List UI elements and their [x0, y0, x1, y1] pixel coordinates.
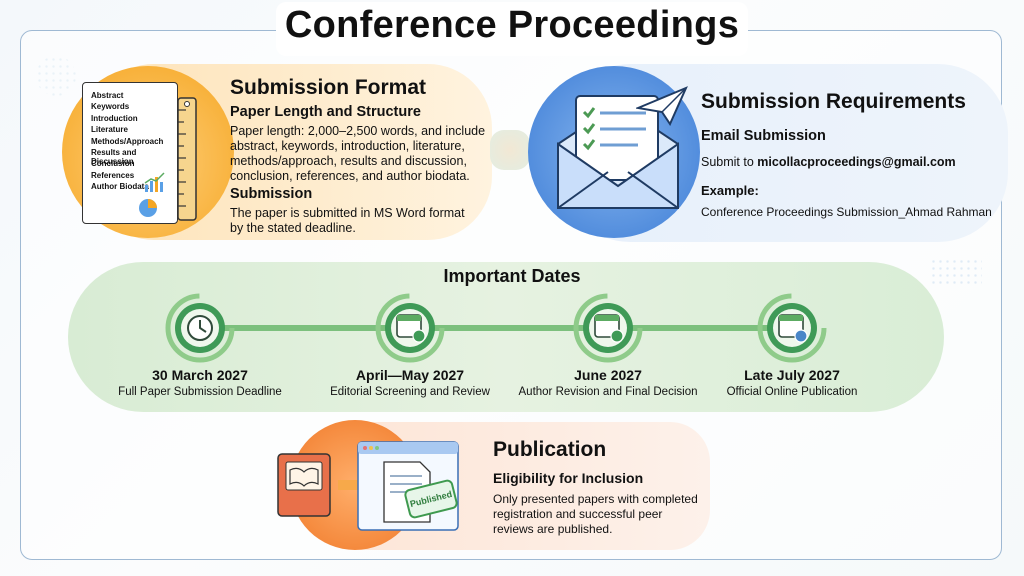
timeline-date: Late July 2027	[744, 367, 840, 383]
email-submission-text: Submit to micollacproceedings@gmail.com	[701, 155, 956, 170]
timeline-description: Editorial Screening and Review	[330, 386, 490, 398]
publication-heading: Publication	[493, 438, 607, 461]
timeline-description: Author Revision and Final Decision	[518, 386, 698, 398]
eligibility-heading: Eligibility for Inclusion	[493, 470, 644, 486]
document-outline-item: References	[91, 170, 135, 180]
document-outline-item: Methods/Approach	[91, 136, 164, 146]
calendar-globe-icon	[757, 293, 827, 363]
bar-chart-icon	[144, 172, 165, 192]
document-outline-item: Abstract	[91, 91, 124, 100]
timeline-description: Full Paper Submission Deadline	[118, 386, 282, 398]
example-text: Conference Proceedings Submission_Ahmad …	[701, 205, 992, 219]
paper-length-line: Paper length: 2,000–2,500 words, and inc…	[230, 124, 486, 138]
pie-chart-icon	[139, 199, 157, 217]
timeline-date: April—May 2027	[355, 367, 465, 383]
title-box	[276, 2, 748, 56]
timeline-date: June 2027	[574, 367, 642, 383]
submission-email[interactable]: micollacproceedings@gmail.com	[757, 155, 956, 169]
email-submission-heading: Email Submission	[701, 128, 826, 144]
document-outline-item: Literature	[91, 125, 128, 135]
document-outline-item: Keywords	[91, 102, 130, 112]
document-outline-item: Conclusion	[91, 159, 135, 169]
envelope-icon	[557, 95, 679, 209]
calendar-clock-icon	[375, 293, 445, 363]
timeline-date: 30 March 2027	[152, 367, 248, 383]
eligibility-text: Only presented papers with completed reg…	[493, 492, 698, 537]
document-outline-item: Author Biodata	[91, 182, 149, 192]
paper-length-text: Paper length: 2,000–2,500 words, and inc…	[230, 124, 490, 184]
timeline	[165, 293, 827, 363]
submit-to-label: Submit to	[701, 155, 758, 169]
submission-heading: Submission	[230, 186, 313, 202]
clock-icon	[165, 293, 235, 363]
eligibility-line: reviews are published.	[493, 522, 613, 536]
submission-line: by the stated deadline.	[230, 221, 356, 235]
paper-length-line: conclusion, references, and author bioda…	[230, 169, 470, 183]
eligibility-line: Only presented papers with completed	[493, 492, 698, 506]
page-title: Conference Proceedings	[284, 4, 740, 46]
eligibility-line: registration and successful peer	[493, 507, 663, 521]
paper-length-line: methods/approach, results and discussion…	[230, 154, 467, 168]
submission-requirements-heading: Submission Requirements	[701, 90, 966, 113]
paper-length-line: abstract, keywords, introduction, litera…	[230, 139, 465, 153]
paper-length-heading: Paper Length and Structure	[230, 104, 421, 120]
submission-format-heading: Submission Format	[230, 76, 427, 99]
example-heading: Example:	[701, 183, 759, 198]
submission-line: The paper is submitted in MS Word format	[230, 206, 465, 220]
timeline-description: Official Online Publication	[726, 386, 858, 398]
ruler-icon	[177, 97, 197, 221]
panel-connector	[490, 130, 530, 170]
important-dates-heading: Important Dates	[443, 266, 581, 286]
book-icon	[277, 453, 331, 517]
paper-plane-icon	[636, 86, 688, 126]
calendar-check-icon	[573, 293, 643, 363]
submission-text: The paper is submitted in MS Word format…	[230, 206, 490, 236]
document-outline-item: Introduction	[91, 113, 138, 123]
document-outline-item: Results and Discussion	[91, 148, 137, 166]
published-stamp-label: Published	[408, 488, 454, 510]
